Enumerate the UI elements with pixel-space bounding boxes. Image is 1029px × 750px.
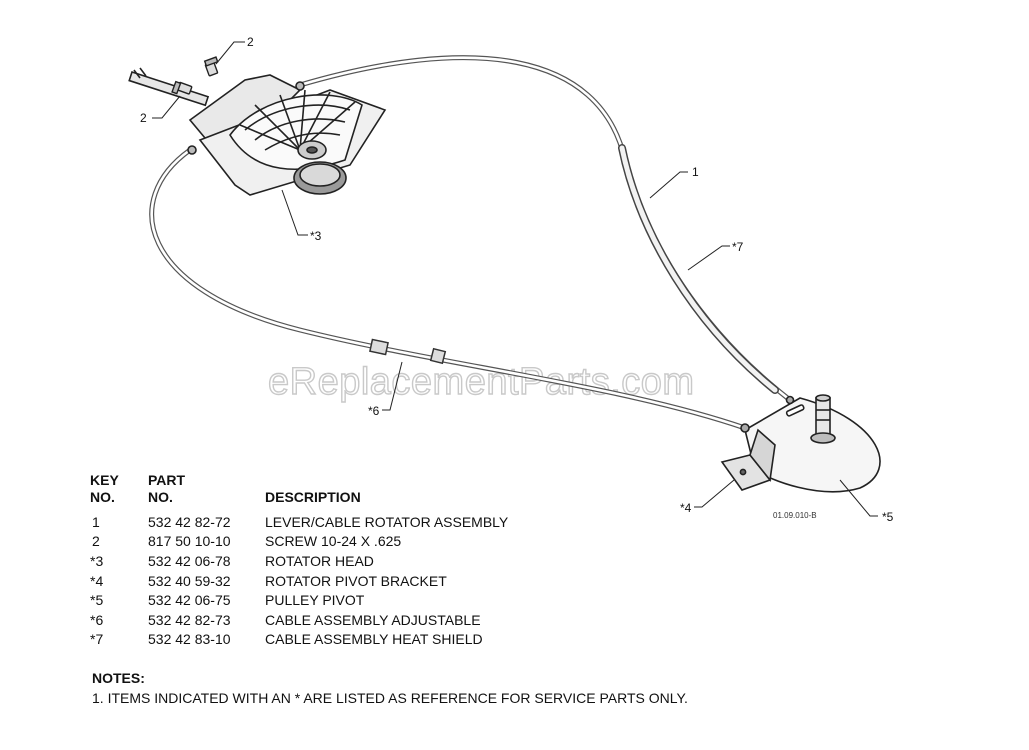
row-description: CABLE ASSEMBLY HEAT SHIELD — [265, 631, 483, 647]
callout-5: *5 — [882, 510, 894, 524]
row-description: CABLE ASSEMBLY ADJUSTABLE — [265, 612, 481, 628]
row-description: ROTATOR HEAD — [265, 553, 374, 569]
callout-4: *4 — [680, 501, 692, 515]
header-key-line2: NO. — [90, 489, 115, 505]
row-part: 532 42 83-10 — [148, 631, 231, 647]
row-key: *6 — [90, 612, 104, 628]
heat-shield-sleeve — [618, 144, 779, 394]
row-key: *4 — [90, 573, 104, 589]
cable-adjuster-left — [369, 338, 389, 356]
leader-lines — [152, 41, 878, 517]
row-key: 1 — [92, 514, 100, 530]
row-part: 532 40 59-32 — [148, 573, 231, 589]
row-description: SCREW 10-24 X .625 — [265, 533, 402, 549]
row-part: 532 42 06-75 — [148, 592, 231, 608]
row-key: *5 — [90, 592, 104, 608]
header-key-line1: KEY — [90, 472, 119, 488]
callout-3: *3 — [310, 229, 322, 243]
row-description: LEVER/CABLE ROTATOR ASSEMBLY — [265, 514, 509, 530]
pulley-pivot-assembly — [720, 394, 881, 493]
figure-id: 01.09.010-B — [773, 511, 817, 520]
header-part-line2: NO. — [148, 489, 173, 505]
screw-left — [171, 80, 193, 95]
row-part: 532 42 82-72 — [148, 514, 231, 530]
header-part: PART NO. — [148, 472, 185, 506]
header-key: KEY NO. — [90, 472, 119, 506]
header-part-line1: PART — [148, 472, 186, 488]
cable-adjuster-right — [429, 347, 447, 365]
row-key: *3 — [90, 553, 104, 569]
row-description: ROTATOR PIVOT BRACKET — [265, 573, 447, 589]
row-key: *7 — [90, 631, 104, 647]
row-part: 532 42 82-73 — [148, 612, 231, 628]
callout-7: *7 — [732, 240, 744, 254]
callout-2-top: 2 — [247, 35, 254, 49]
row-description: PULLEY PIVOT — [265, 592, 365, 608]
notes-title: NOTES: — [92, 670, 145, 686]
row-part: 532 42 06-78 — [148, 553, 231, 569]
row-part: 817 50 10-10 — [148, 533, 231, 549]
row-key: 2 — [92, 533, 100, 549]
screw-top — [203, 56, 219, 77]
note-item: 1. ITEMS INDICATED WITH AN * ARE LISTED … — [92, 690, 688, 706]
rotator-head — [128, 67, 387, 196]
callout-6: *6 — [368, 404, 380, 418]
callout-1: 1 — [692, 165, 699, 179]
header-description: DESCRIPTION — [265, 489, 361, 505]
callout-2-left: 2 — [140, 111, 147, 125]
